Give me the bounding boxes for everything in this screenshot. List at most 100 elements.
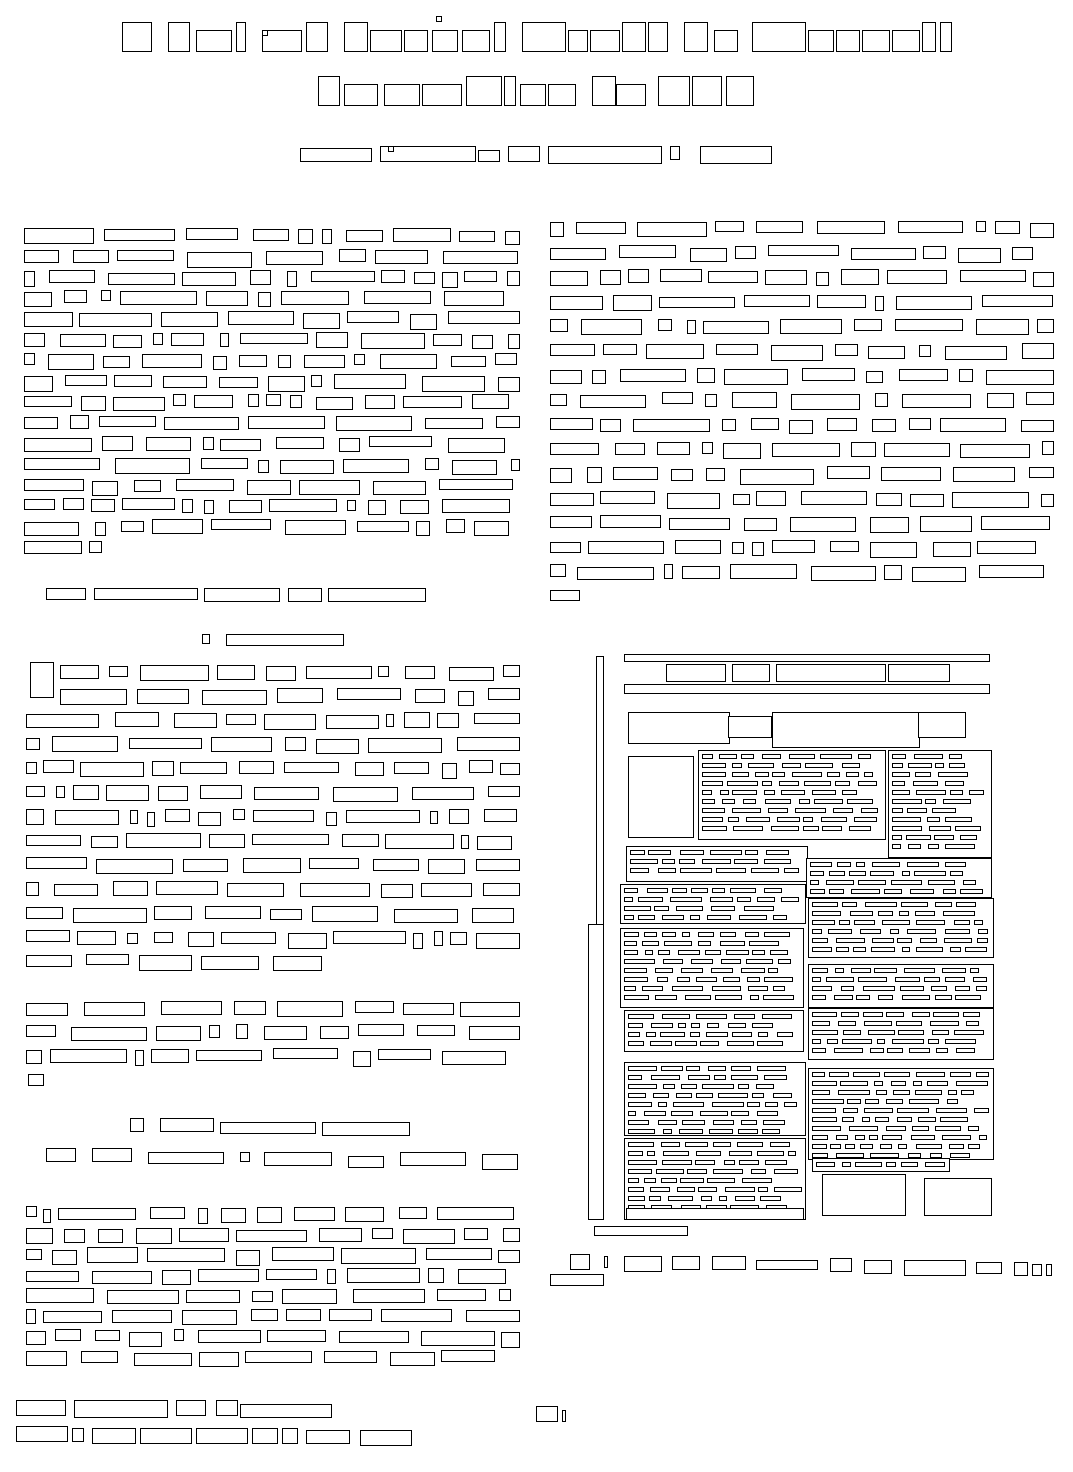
figure-cell <box>765 799 791 804</box>
figure-cell <box>947 1099 958 1104</box>
word-box <box>740 469 814 485</box>
word-box <box>442 271 458 288</box>
caption-box <box>604 1256 608 1268</box>
figure-cell <box>812 1090 830 1095</box>
figure-cell <box>878 911 893 916</box>
figure-cell <box>860 929 881 934</box>
figure-cell <box>720 941 745 946</box>
word-box <box>284 762 339 774</box>
figure-cell <box>696 977 717 982</box>
word-box <box>550 564 566 578</box>
figure-cell <box>784 1102 797 1107</box>
word-box <box>209 1025 220 1039</box>
word-box <box>706 468 725 481</box>
word-box <box>239 761 274 775</box>
word-box <box>24 499 55 511</box>
caption-box <box>1046 1264 1052 1276</box>
figure-block <box>728 716 772 738</box>
figure-cell <box>706 1032 728 1037</box>
figure-cell <box>670 897 702 902</box>
word-box <box>428 1267 444 1283</box>
figure-cell <box>895 977 920 982</box>
word-box <box>369 436 432 447</box>
word-box <box>870 541 917 558</box>
figure-cell <box>933 1012 959 1017</box>
title-glyph-box <box>752 22 806 52</box>
figure-cell <box>763 995 794 1000</box>
figure-cell <box>892 835 902 840</box>
word-box <box>26 1331 46 1345</box>
word-box <box>789 419 813 434</box>
word-box <box>960 270 1026 283</box>
word-box <box>733 493 750 505</box>
word-box <box>142 353 202 368</box>
footer-box <box>282 1428 298 1444</box>
word-box <box>404 712 430 728</box>
figure-cell <box>628 1032 640 1037</box>
figure-cell <box>663 1151 689 1156</box>
word-box <box>156 881 218 896</box>
figure-cell <box>624 950 638 955</box>
word-box <box>995 221 1020 234</box>
word-box <box>337 688 401 701</box>
word-box <box>472 394 509 410</box>
figure-block <box>918 712 966 738</box>
word-box <box>322 1122 410 1136</box>
figure-cell <box>956 1048 975 1053</box>
figure-cell <box>855 1162 882 1167</box>
word-box <box>851 442 876 458</box>
footer-box <box>16 1426 68 1442</box>
word-box <box>134 479 161 492</box>
word-box <box>619 244 676 258</box>
figure-cell <box>835 968 844 973</box>
figure-cell <box>779 781 799 786</box>
word-box <box>220 1122 316 1134</box>
figure-cell <box>763 1120 785 1125</box>
word-box <box>662 392 693 405</box>
figure-cell <box>909 1099 939 1104</box>
figure-cell <box>702 817 723 822</box>
word-box <box>95 1330 120 1341</box>
figure-cell <box>834 1048 863 1053</box>
figure-cell <box>628 1178 639 1183</box>
figure-cell <box>886 1012 904 1017</box>
word-box <box>415 689 445 704</box>
figure-cell <box>907 929 936 934</box>
figure-cell <box>757 1041 783 1046</box>
word-box <box>187 251 252 268</box>
word-box <box>229 500 262 514</box>
figure-cell <box>843 1030 861 1035</box>
word-box <box>687 320 696 335</box>
figure-cell <box>826 977 854 982</box>
figure-cell <box>624 932 639 937</box>
figure-cell <box>672 888 687 893</box>
word-box <box>437 1207 514 1220</box>
word-box <box>592 369 606 384</box>
word-box <box>899 368 948 381</box>
figure-cell <box>812 920 835 925</box>
word-box <box>326 715 379 729</box>
word-box <box>953 467 1015 482</box>
figure-cell <box>713 1142 731 1147</box>
figure-cell <box>712 986 741 991</box>
word-box <box>257 1207 282 1223</box>
figure-cell <box>908 763 932 768</box>
figure-cell <box>679 1129 703 1134</box>
word-box <box>252 834 329 845</box>
figure-cell <box>833 808 853 813</box>
figure-cell <box>649 1196 661 1201</box>
word-box <box>26 808 44 825</box>
word-box <box>600 418 621 432</box>
word-box <box>910 493 944 507</box>
word-box <box>183 859 228 873</box>
word-box <box>43 760 74 774</box>
figure-cell <box>892 1039 924 1044</box>
word-box <box>875 295 884 311</box>
figure-cell <box>658 950 670 955</box>
word-box <box>236 1229 307 1242</box>
figure-cell <box>942 1135 971 1140</box>
caption-box <box>756 1260 818 1270</box>
word-box <box>868 346 905 359</box>
title-glyph-box <box>432 30 458 52</box>
word-box <box>550 417 593 430</box>
